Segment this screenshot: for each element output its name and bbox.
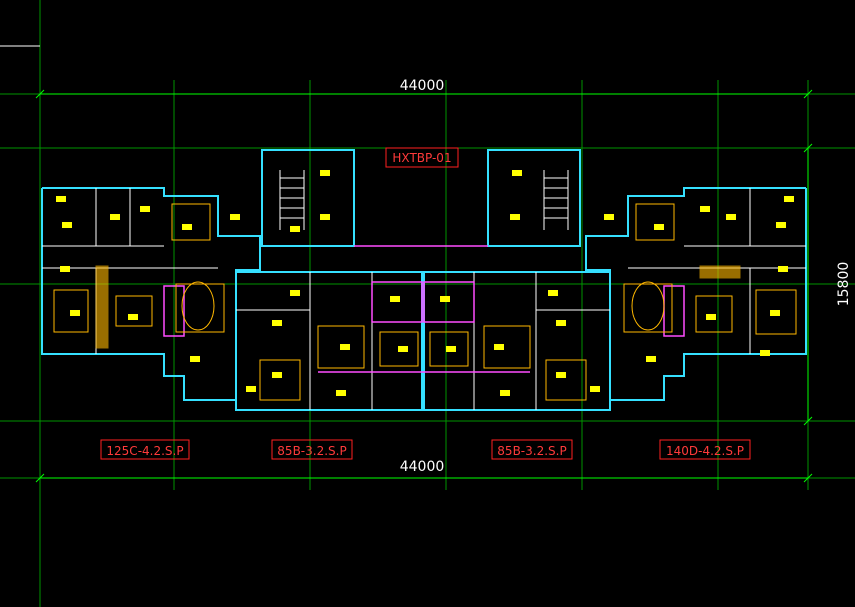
unit-label-4: 140D-4.2.S.P	[659, 439, 751, 460]
dimension-bottom	[35, 473, 813, 483]
corridor-lines	[163, 245, 685, 373]
unit-label-4-text: 140D-4.2.S.P	[666, 444, 744, 458]
dimension-top	[35, 89, 813, 99]
unit-label-3-text: 85B-3.2.S.P	[497, 444, 566, 458]
title-tag: HXTBP-01	[385, 147, 459, 168]
unit-label-2: 85B-3.2.S.P	[271, 439, 353, 460]
unit-label-1-text: 125C-4.2.S.P	[106, 444, 183, 458]
dimension-right	[803, 143, 813, 426]
dimension-top-text: 44000	[400, 78, 445, 94]
dimension-bottom-text: 44000	[400, 459, 445, 475]
dimension-depth-text: 15800	[836, 262, 852, 307]
building-walls	[41, 149, 807, 411]
unit-label-1: 125C-4.2.S.P	[100, 439, 190, 460]
room-markers	[56, 170, 794, 396]
unit-label-2-text: 85B-3.2.S.P	[277, 444, 346, 458]
title-tag-text: HXTBP-01	[392, 151, 451, 165]
furniture	[53, 203, 797, 401]
unit-label-3: 85B-3.2.S.P	[491, 439, 573, 460]
